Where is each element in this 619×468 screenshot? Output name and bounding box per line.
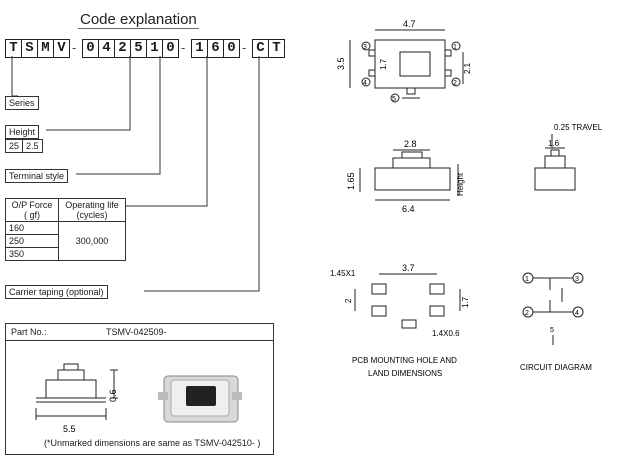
pcb-hole-label: 1.4X0.6 [432,329,460,338]
part-number-box: Part No.: TSMV-042509- 5.5 0.6 [5,323,274,455]
height-label: Height [5,125,40,139]
circuit-pin-2: 2 [525,310,529,317]
end-width-dim: 1.6 [548,139,560,148]
force-350: 350 [5,247,59,261]
top-inner-dim: 1.7 [379,58,388,70]
code-char: 0 [223,39,240,58]
top-height-dim: 3.5 [336,57,346,70]
code-char: T [268,39,285,58]
part-number: TSMV-042509- [106,327,167,337]
part-header [6,324,273,341]
part-width-dim: 5.5 [63,424,76,434]
pad-size-label: 1.45X1 [330,269,356,278]
circuit-pin-3: 3 [575,276,579,283]
operating-life-value: 300,000 [57,221,127,261]
pcb-pitch-dim: 1.7 [461,296,470,308]
circuit-pin-4: 4 [575,310,579,317]
height-code: 25 [4,139,24,153]
code-char: 0 [162,39,179,58]
pin-3-label: 3 [363,44,367,51]
code-char: 5 [130,39,147,58]
pin-2-label: 2 [453,80,457,87]
part-note: (*Unmarked dimensions are same as TSMV-0… [44,438,261,448]
pcb-span-dim: 3.7 [402,263,415,273]
series-label: Series [5,96,39,110]
terminal-style-label: Terminal style [5,169,69,183]
technical-drawings: 4.7 3.5 1.7 2.1 3 1 4 2 5 2.8 6.4 1.65 H… [330,19,603,378]
code-separator: - [181,40,186,55]
pin-5-label: 5 [392,96,396,103]
pcb-row-dim: 2 [344,298,353,303]
side-top-dim: 2.8 [404,139,417,149]
circuit-pin-1: 1 [525,276,529,283]
op-force-header: O/P Force [11,200,53,210]
top-right-dim: 2.1 [463,62,472,74]
circuit-caption: CIRCUIT DIAGRAM [520,363,592,372]
operating-table: O/P Force( gf) Operating life(cycles) 16… [5,198,127,261]
code-char: 6 [207,39,224,58]
part-label: Part No.: [11,327,47,337]
part-height-dim: 0.6 [108,389,118,402]
op-force-unit: ( gf) [23,210,40,220]
code-explanation-title: Code explanation [78,11,199,29]
force-250: 250 [5,234,59,248]
carrier-taping-label: Carrier taping (optional) [5,285,108,299]
op-life-header: Operating life [65,200,119,210]
part-drawing: 5.5 0.6 [35,363,242,434]
code-separator: - [242,40,247,55]
top-width-dim: 4.7 [403,19,416,29]
circuit-pin-5: 5 [550,327,554,334]
switch-photo [158,375,242,423]
side-height-dim: 1.65 [346,172,356,190]
travel-label: 0.25 TRAVEL [554,123,603,132]
pin-4-label: 4 [363,80,367,87]
code-char: S [21,39,38,58]
force-160: 160 [5,221,59,235]
pcb-caption-2: LAND DIMENSIONS [368,369,442,378]
op-life-unit: (cycles) [76,210,108,220]
height-value: 2.5 [22,139,43,153]
pin-1-label: 1 [453,44,457,51]
pcb-caption-1: PCB MOUNTING HOLE AND [352,356,457,365]
side-height-label: Height [456,172,465,196]
code-separator: - [72,40,77,55]
code-char: V [53,39,70,58]
side-bottom-dim: 6.4 [402,204,415,214]
